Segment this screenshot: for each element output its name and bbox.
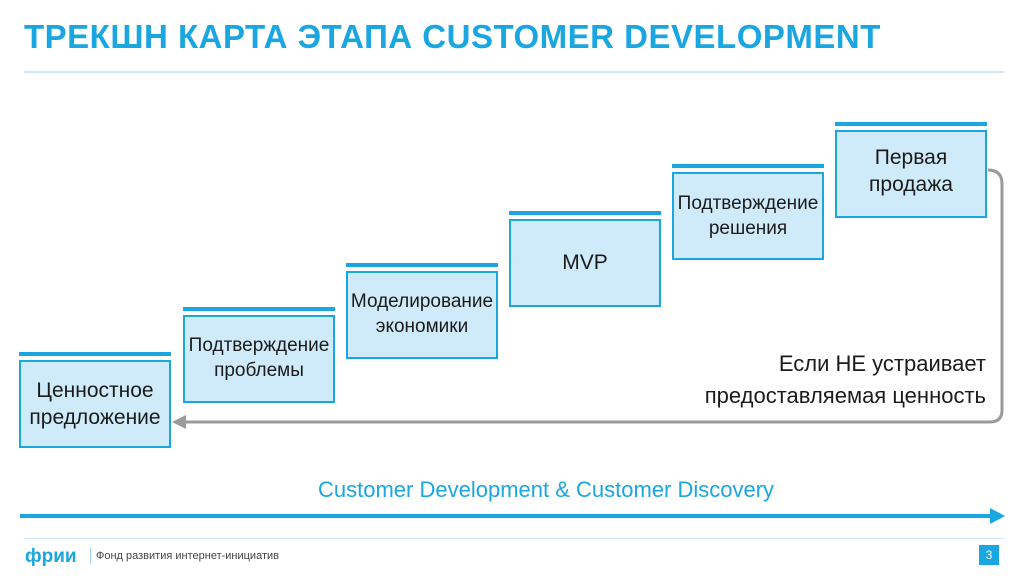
frii-logo: фрии (25, 546, 77, 567)
loop-note-line-1: Если НЕ устраивает (778, 351, 986, 376)
loop-note-line-2: предоставляемая ценность (704, 382, 986, 408)
footer-org-name: Фонд развития интернет-инициатив (96, 550, 279, 562)
step-problem-validation: Подтверждение проблемы (183, 315, 335, 403)
step-3-line-1: Моделирование (350, 291, 494, 313)
step-3-line-2: экономики (375, 316, 469, 337)
step-5-line-2: решения (708, 217, 788, 239)
slide-title: ТРЕКШН КАРТА ЭТАПА CUSTOMER DEVELOPMENT (24, 18, 881, 55)
logo-separator (90, 548, 91, 564)
step-2-line-2: проблемы (214, 360, 304, 381)
step-6-line-2: продажа (869, 173, 953, 197)
step-5-line-1: Подтверждение (677, 193, 819, 214)
timeline-arrowhead (990, 508, 1005, 524)
step-value-proposition: Ценностное предложение (19, 360, 171, 448)
step-economics-modeling: Моделирование экономики (346, 271, 498, 359)
step-1-line-1: Ценностное (36, 378, 154, 402)
step-4-line-1: MVP (562, 251, 608, 274)
step-1-line-2: предложение (29, 406, 161, 429)
step-mvp: MVP (509, 219, 661, 307)
step-2-line-1: Подтверждение (188, 335, 330, 357)
step-4-top-bar (509, 211, 661, 215)
loop-arrowhead (172, 415, 186, 429)
step-2-top-bar (183, 307, 335, 311)
step-6-line-1: Первая (874, 146, 948, 169)
step-6-top-bar (835, 122, 987, 126)
timeline-label: Customer Development & Customer Discover… (318, 477, 775, 502)
loop-note: Если НЕ устраивает предоставляемая ценно… (705, 348, 986, 412)
step-1-top-bar (19, 352, 171, 356)
footer-divider (24, 538, 1004, 539)
step-solution-validation: Подтверждение решения (672, 172, 824, 260)
title-divider (24, 71, 1004, 73)
step-first-sale: Первая продажа (835, 130, 987, 218)
page-number: 3 (979, 545, 999, 565)
step-5-top-bar (672, 164, 824, 168)
step-3-top-bar (346, 263, 498, 267)
